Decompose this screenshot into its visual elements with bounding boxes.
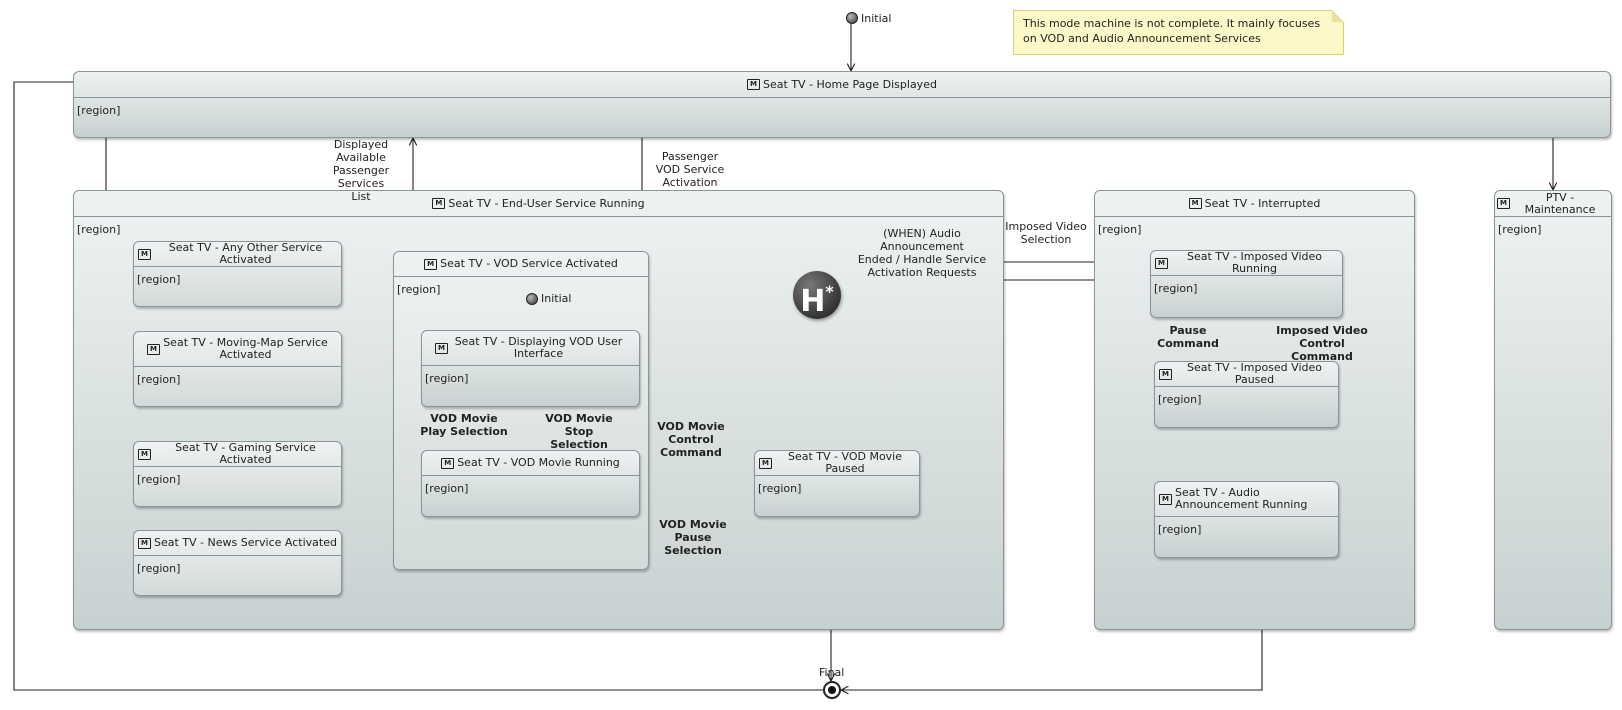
state-name: Seat TV - Imposed Video Running <box>1187 250 1322 275</box>
label-imposed-video-selection: Imposed Video Selection <box>1005 220 1087 246</box>
edge-home-final-left <box>13 81 831 690</box>
region-label: [region] <box>137 373 181 386</box>
label-passenger-vod-activation: Passenger VOD Service Activation <box>655 150 725 189</box>
state-title: M Seat TV - End-User Service Running <box>74 191 1003 217</box>
state-name: Seat TV - VOD Movie Running <box>457 456 620 469</box>
label-pause-selection: VOD Movie Pause Selection <box>659 518 727 557</box>
state-name: Seat TV - Audio Announcement Running <box>1175 486 1308 511</box>
region-label: [region] <box>1158 523 1202 536</box>
state-name: Seat TV - Home Page Displayed <box>763 77 937 91</box>
edge-interrupted-final <box>841 630 1263 690</box>
state-vod-service-activated[interactable]: M Seat TV - VOD Service Activated [regio… <box>393 251 649 570</box>
region-label: [region] <box>137 562 181 575</box>
mode-icon: M <box>1188 198 1202 209</box>
mode-icon: M <box>759 457 772 469</box>
mode-icon: M <box>138 537 152 549</box>
region-label: [region] <box>1154 282 1198 295</box>
state-name: Seat TV - End-User Service Running <box>448 196 645 210</box>
mode-icon: M <box>747 79 761 90</box>
state-name: Seat TV - VOD Service Activated <box>440 257 618 270</box>
state-name: Seat TV - Gaming Service Activated <box>175 441 316 466</box>
state-title: M Seat TV - Moving-Map Service Activated <box>134 332 341 367</box>
label-play-selection: VOD Movie Play Selection <box>420 412 508 438</box>
label-pause-command: Pause Command <box>1157 324 1219 350</box>
diagram-note: This mode machine is not complete. It ma… <box>1013 10 1344 55</box>
label-displayed-services-list: Displayed Available Passenger Services L… <box>332 138 390 203</box>
note-text: This mode machine is not complete. It ma… <box>1023 17 1321 45</box>
state-title: M PTV - Maintenance <box>1495 191 1611 217</box>
final-pseudostate[interactable] <box>823 681 841 699</box>
state-title: M Seat TV - Home Page Displayed <box>74 72 1610 98</box>
final-label: Final <box>819 666 845 679</box>
state-title: M Seat TV - VOD Service Activated <box>394 252 648 277</box>
state-title: M Seat TV - Imposed Video Running <box>1151 251 1342 276</box>
state-ptv-maintenance[interactable]: M PTV - Maintenance [region] <box>1494 190 1612 630</box>
history-mark: * <box>825 282 834 301</box>
note-fold <box>1332 10 1344 22</box>
region-label: [region] <box>425 372 469 385</box>
state-name: Seat TV - VOD Movie Paused <box>787 450 903 475</box>
state-name: PTV - Maintenance <box>1524 190 1596 216</box>
state-name: Seat TV - Displaying VOD User Interface <box>454 335 623 360</box>
label-control-command: VOD Movie Control Command <box>657 420 725 459</box>
region-label: [region] <box>1498 223 1542 236</box>
state-audio-announcement-running[interactable]: M Seat TV - Audio Announcement Running [… <box>1154 481 1339 558</box>
label-stop-selection: VOD Movie Stop Selection <box>545 412 613 451</box>
mode-icon: M <box>424 258 438 270</box>
mode-icon: M <box>432 198 446 209</box>
state-name: Seat TV - Interrupted <box>1204 196 1321 210</box>
mode-icon: M <box>1159 493 1172 505</box>
state-title: M Seat TV - Interrupted <box>1095 191 1414 217</box>
label-audio-announcement-ended: (WHEN) Audio Announcement Ended / Handle… <box>857 227 987 279</box>
state-title: M Seat TV - Displaying VOD User Interfac… <box>422 331 639 366</box>
state-any-other-service[interactable]: M Seat TV - Any Other Service Activated … <box>133 241 342 307</box>
state-title: M Seat TV - VOD Movie Running <box>422 451 639 476</box>
region-label: [region] <box>397 283 441 296</box>
region-label: [region] <box>137 273 181 286</box>
region-label: [region] <box>1158 393 1202 406</box>
state-vod-movie-paused[interactable]: M Seat TV - VOD Movie Paused [region] <box>754 450 920 517</box>
mode-icon: M <box>441 457 455 469</box>
label-imposed-control-command: Imposed Video Control Command <box>1276 324 1368 363</box>
region-label: [region] <box>137 473 181 486</box>
state-name: Seat TV - Moving-Map Service Activated <box>163 336 328 361</box>
initial-label: Initial <box>861 12 892 25</box>
state-home-page-displayed[interactable]: M Seat TV - Home Page Displayed [region] <box>73 71 1611 138</box>
state-title: M Seat TV - Any Other Service Activated <box>134 242 341 267</box>
region-label: [region] <box>1098 223 1142 236</box>
final-dot <box>828 686 836 694</box>
state-gaming-service[interactable]: M Seat TV - Gaming Service Activated [re… <box>133 441 342 507</box>
state-imposed-video-running[interactable]: M Seat TV - Imposed Video Running [regio… <box>1150 250 1343 318</box>
history-letter: H <box>800 284 826 319</box>
state-moving-map-service[interactable]: M Seat TV - Moving-Map Service Activated… <box>133 331 342 407</box>
state-vod-movie-running[interactable]: M Seat TV - VOD Movie Running [region] <box>421 450 640 517</box>
region-label: [region] <box>77 223 121 236</box>
mode-icon: M <box>1497 198 1510 209</box>
state-news-service[interactable]: M Seat TV - News Service Activated [regi… <box>133 530 342 596</box>
mode-icon: M <box>138 448 151 460</box>
mode-icon: M <box>1159 368 1172 380</box>
region-label: [region] <box>425 482 469 495</box>
state-title: M Seat TV - Audio Announcement Running <box>1155 482 1338 517</box>
state-title: M Seat TV - News Service Activated <box>134 531 341 556</box>
state-title: M Seat TV - Gaming Service Activated <box>134 442 341 467</box>
state-name: Seat TV - Any Other Service Activated <box>168 241 323 266</box>
initial-pseudostate[interactable] <box>846 12 858 24</box>
vod-initial-pseudostate[interactable] <box>526 293 538 305</box>
region-label: [region] <box>77 104 121 117</box>
state-name: Seat TV - News Service Activated <box>154 536 337 549</box>
region-label: [region] <box>758 482 802 495</box>
deep-history-pseudostate[interactable]: H* <box>793 271 841 319</box>
mode-icon: M <box>435 342 448 354</box>
state-imposed-video-paused[interactable]: M Seat TV - Imposed Video Paused [region… <box>1154 361 1339 428</box>
vod-initial-label: Initial <box>541 292 572 305</box>
state-title: M Seat TV - Imposed Video Paused <box>1155 362 1338 387</box>
state-title: M Seat TV - VOD Movie Paused <box>755 451 919 476</box>
mode-icon: M <box>147 343 160 355</box>
mode-icon: M <box>138 248 151 260</box>
mode-icon: M <box>1155 257 1168 269</box>
state-name: Seat TV - Imposed Video Paused <box>1187 361 1322 386</box>
state-displaying-vod-ui[interactable]: M Seat TV - Displaying VOD User Interfac… <box>421 330 640 407</box>
